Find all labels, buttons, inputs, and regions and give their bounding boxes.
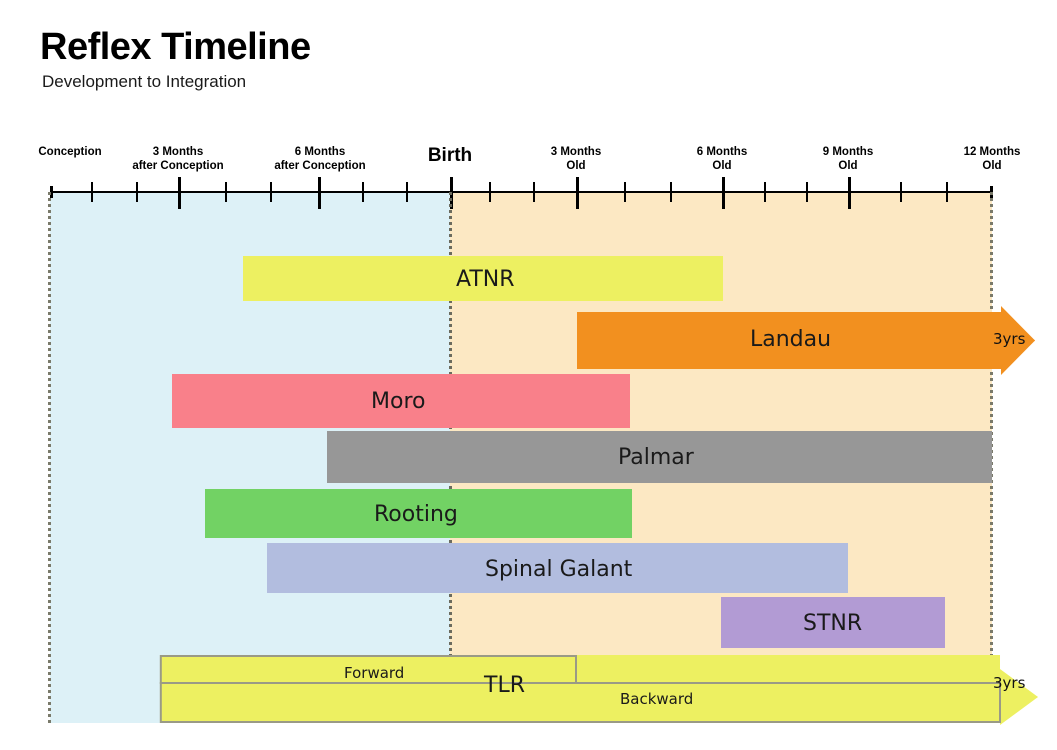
axis-tick-minor xyxy=(900,182,902,202)
landau-3yrs-note: 3yrs xyxy=(993,330,1026,348)
axis-tick-minor xyxy=(406,182,408,202)
axis-tick-minor xyxy=(270,182,272,202)
axis-tick-minor xyxy=(670,182,672,202)
bar-stnr[interactable] xyxy=(721,597,945,648)
axis-tick-minor xyxy=(764,182,766,202)
bar-spinal-galant[interactable] xyxy=(267,543,848,593)
axis-tick-minor xyxy=(489,182,491,202)
axis-label-6m-conception: 6 Months after Conception xyxy=(250,145,390,174)
marker-line-conception xyxy=(48,192,51,723)
page-title: Reflex Timeline xyxy=(40,26,311,68)
axis-label-line1: 6 Months xyxy=(696,146,748,158)
axis-tick-9m-old xyxy=(848,177,851,209)
bar-landau[interactable] xyxy=(577,306,1037,375)
axis-label-line1: 6 Months xyxy=(294,146,346,158)
axis-tick-3m-conception xyxy=(178,177,181,209)
axis-label-9m-old: 9 Months Old xyxy=(788,145,908,174)
axis-label-3m-old: 3 Months Old xyxy=(516,145,636,174)
axis-label-line1: Birth xyxy=(427,145,473,166)
axis-label-line1: 3 Months xyxy=(550,146,602,158)
axis-label-line2: Old xyxy=(838,160,858,173)
bar-rooting[interactable] xyxy=(205,489,632,538)
axis-label-6m-old: 6 Months Old xyxy=(662,145,782,174)
axis-tick-minor xyxy=(136,182,138,202)
axis-tick-minor xyxy=(946,182,948,202)
axis-tick-6m-old xyxy=(722,177,725,209)
axis-tick-minor xyxy=(624,182,626,202)
axis-tick-conception xyxy=(50,186,53,198)
axis-tick-minor xyxy=(362,182,364,202)
axis-tick-3m-old xyxy=(576,177,579,209)
axis-label-12m-old: 12 Months Old xyxy=(932,145,1052,174)
axis-label-line1: 3 Months xyxy=(152,146,204,158)
bar-moro[interactable] xyxy=(172,374,630,428)
tlr-3yrs-note: 3yrs xyxy=(993,674,1026,692)
axis-label-birth: Birth xyxy=(400,144,500,168)
axis-label-line2: after Conception xyxy=(132,160,224,173)
timeline-axis xyxy=(50,191,992,193)
axis-tick-minor xyxy=(533,182,535,202)
axis-label-line2: after Conception xyxy=(274,160,366,173)
axis-tick-6m-conception xyxy=(318,177,321,209)
axis-label-line1: 12 Months xyxy=(963,146,1021,158)
axis-label-3m-conception: 3 Months after Conception xyxy=(108,145,248,174)
axis-label-line2: Old xyxy=(712,160,732,173)
bar-tlr[interactable] xyxy=(159,655,1040,725)
bar-atnr[interactable] xyxy=(243,256,723,301)
axis-label-line1: 9 Months xyxy=(822,146,874,158)
page-subtitle: Development to Integration xyxy=(42,72,247,91)
axis-tick-minor xyxy=(225,182,227,202)
bar-palmar[interactable] xyxy=(327,431,992,483)
axis-label-line2: Old xyxy=(566,160,586,173)
axis-label-line2: Old xyxy=(982,160,1002,173)
axis-label-conception: Conception xyxy=(20,145,120,159)
axis-tick-minor xyxy=(91,182,93,202)
axis-tick-minor xyxy=(806,182,808,202)
axis-label-line1: Conception xyxy=(38,146,102,158)
